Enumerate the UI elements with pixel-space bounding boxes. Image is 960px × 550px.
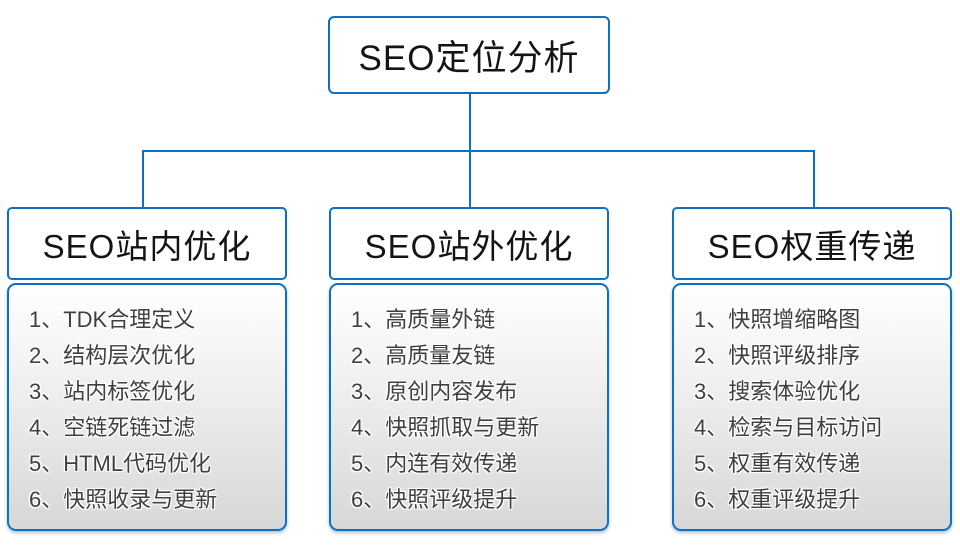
- list-item: 5、内连有效传递: [351, 451, 518, 476]
- list-item: 3、搜索体验优化: [694, 379, 861, 404]
- list-item: 4、空链死链过滤: [29, 415, 196, 440]
- root-node-title: SEO定位分析: [358, 38, 580, 78]
- list-item: 2、高质量友链: [351, 343, 496, 368]
- list-item: 6、权重评级提升: [694, 487, 861, 512]
- column-offsite-list-box: 1、高质量外链 2、高质量友链 3、原创内容发布 4、快照抓取与更新 5、内连有…: [329, 283, 609, 531]
- column-onsite-title-box: SEO站内优化: [7, 207, 287, 280]
- connector-mid-vertical: [469, 150, 471, 208]
- root-node: SEO定位分析: [328, 16, 610, 94]
- list-item: 3、原创内容发布: [351, 379, 518, 404]
- list-item: 6、快照收录与更新: [29, 487, 218, 512]
- list-item: 2、快照评级排序: [694, 343, 861, 368]
- column-onsite-title: SEO站内优化: [42, 227, 252, 265]
- connector-root-vertical: [469, 92, 471, 152]
- column-offsite-title: SEO站外优化: [364, 227, 574, 265]
- list-item: 3、站内标签优化: [29, 379, 196, 404]
- column-weight-title: SEO权重传递: [707, 227, 917, 265]
- list-item: 6、快照评级提升: [351, 487, 518, 512]
- list-item: 5、HTML代码优化: [29, 451, 212, 476]
- list-item: 2、结构层次优化: [29, 343, 196, 368]
- list-item: 1、TDK合理定义: [29, 307, 196, 332]
- list-item: 1、快照增缩略图: [694, 307, 861, 332]
- list-item: 5、权重有效传递: [694, 451, 861, 476]
- list-item: 4、检索与目标访问: [694, 415, 883, 440]
- column-onsite-list-box: 1、TDK合理定义 2、结构层次优化 3、站内标签优化 4、空链死链过滤 5、H…: [7, 283, 287, 531]
- connector-right-vertical: [813, 150, 815, 208]
- list-item: 1、高质量外链: [351, 307, 496, 332]
- column-weight-list-box: 1、快照增缩略图 2、快照评级排序 3、搜索体验优化 4、检索与目标访问 5、权…: [672, 283, 952, 531]
- column-weight-title-box: SEO权重传递: [672, 207, 952, 280]
- connector-left-vertical: [142, 150, 144, 208]
- list-item: 4、快照抓取与更新: [351, 415, 540, 440]
- connector-horizontal: [142, 150, 815, 152]
- column-offsite-title-box: SEO站外优化: [329, 207, 609, 280]
